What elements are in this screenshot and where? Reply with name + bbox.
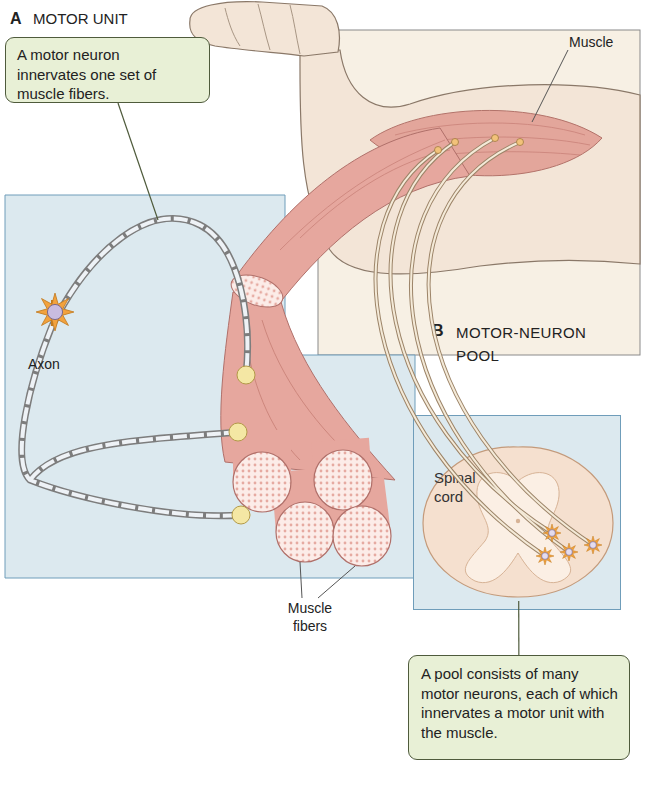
fiber-end (233, 452, 291, 512)
panel-heading: MOTOR-NEURON POOL (456, 321, 596, 368)
callout-text: A motor neuron innervates one set of mus… (6, 38, 209, 104)
structure-label: Spinal cord (434, 469, 494, 507)
axon (22, 219, 248, 516)
central-canal (516, 519, 520, 523)
panel-a (5, 195, 415, 578)
fiber-end (333, 506, 391, 566)
spinal-cord-outline (421, 441, 616, 601)
leader-line (300, 562, 302, 598)
panel-heading: MOTOR UNIT (33, 10, 128, 29)
spinal-cord: Spinal cord (421, 441, 616, 601)
leader-line (118, 103, 158, 220)
fiber-end (276, 502, 334, 562)
callout-box: A motor neuron innervates one set of mus… (5, 37, 210, 103)
white-matter (423, 447, 613, 597)
panel-letter: A (10, 9, 22, 29)
panel-letter: B (432, 321, 444, 342)
panel-box: BMOTOR-NEURON POOLSpinal cord (413, 415, 621, 610)
motor-neuron (536, 547, 554, 565)
leader-line (532, 50, 568, 122)
finger-lines (225, 4, 300, 54)
end-plate (229, 366, 255, 524)
part-label: Axon (28, 356, 60, 374)
motor-neuron (36, 293, 74, 331)
part-label: Muscle fibers (280, 600, 340, 635)
motor-neuron (584, 536, 602, 554)
callout-box: A pool consists of many motor neurons, e… (408, 655, 630, 760)
motor-neuron (560, 543, 578, 561)
motor-neuron (543, 524, 561, 542)
part-label: Muscle (569, 34, 613, 52)
callout-text: A pool consists of many motor neurons, e… (409, 656, 629, 742)
nerve-terminal (435, 135, 524, 154)
muscle-bundle (232, 128, 470, 300)
fist (190, 2, 340, 56)
motor-nerves (376, 138, 593, 556)
bundle-striations (280, 140, 450, 250)
grey-matter (465, 473, 570, 583)
leader-line (518, 601, 519, 655)
leader-line (318, 566, 355, 598)
fiber-end (314, 450, 372, 510)
